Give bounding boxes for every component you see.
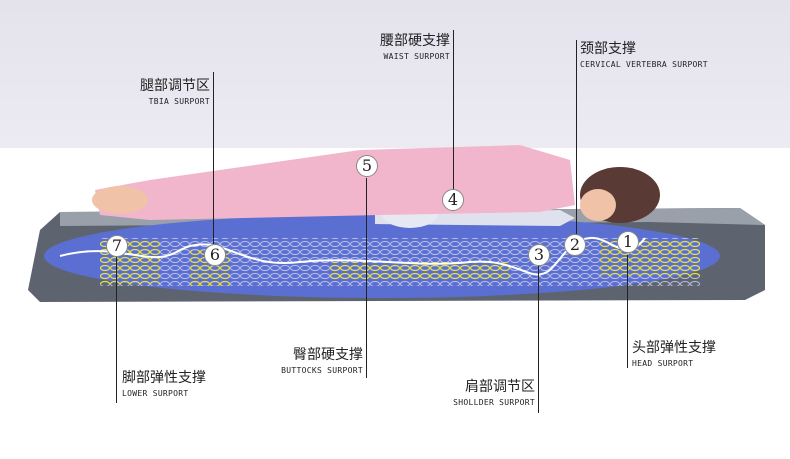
leader-line-7 <box>116 256 117 403</box>
leader-line-3 <box>538 266 539 413</box>
label-cn: 肩部调节区 <box>465 379 535 395</box>
label-cn: 头部弹性支撑 <box>632 340 716 356</box>
label-lower-support: 脚部弹性支撑 LOWER SURPORT <box>122 369 206 398</box>
label-head-support: 头部弹性支撑 HEAD SURPORT <box>632 339 716 368</box>
person-body <box>95 145 575 220</box>
label-cn: 颈部支撑 <box>580 41 636 57</box>
label-cn: 腿部调节区 <box>140 78 210 94</box>
spine-curve-line <box>59 236 646 276</box>
label-cervical-support: 颈部支撑 CERVICAL VERTEBRA SURPORT <box>580 40 708 69</box>
label-waist-support: 腰部硬支撑 WAIST SURPORT <box>380 32 450 61</box>
leader-line-6 <box>213 72 214 244</box>
marker-7: 7 <box>106 235 128 257</box>
label-buttocks-support: 臀部硬支撑 BUTTOCKS SURPORT <box>281 346 363 375</box>
label-en: WAIST SURPORT <box>383 52 450 61</box>
person-feet <box>92 186 148 214</box>
background-band <box>0 0 790 148</box>
label-tibia-support: 腿部调节区 TBIA SURPORT <box>140 77 210 106</box>
leader-line-2 <box>576 40 577 236</box>
label-en: SHOLLDER SURPORT <box>453 398 535 407</box>
label-en: HEAD SURPORT <box>632 359 694 368</box>
marker-1: 1 <box>617 231 639 253</box>
leader-line-4 <box>453 30 454 190</box>
label-en: LOWER SURPORT <box>122 389 189 398</box>
marker-4: 4 <box>442 189 464 211</box>
marker-2: 2 <box>564 234 586 256</box>
label-en: BUTTOCKS SURPORT <box>281 366 363 375</box>
label-en: CERVICAL VERTEBRA SURPORT <box>580 60 708 69</box>
label-en: TBIA SURPORT <box>148 97 210 106</box>
marker-5: 5 <box>356 155 378 177</box>
leader-line-5 <box>366 178 367 378</box>
label-cn: 腰部硬支撑 <box>380 33 450 49</box>
marker-6: 6 <box>204 244 226 266</box>
label-shoulder-support: 肩部调节区 SHOLLDER SURPORT <box>453 378 535 407</box>
marker-3: 3 <box>528 244 550 266</box>
label-cn: 脚部弹性支撑 <box>122 370 206 386</box>
label-cn: 臀部硬支撑 <box>293 347 363 363</box>
leader-line-1 <box>627 255 628 368</box>
